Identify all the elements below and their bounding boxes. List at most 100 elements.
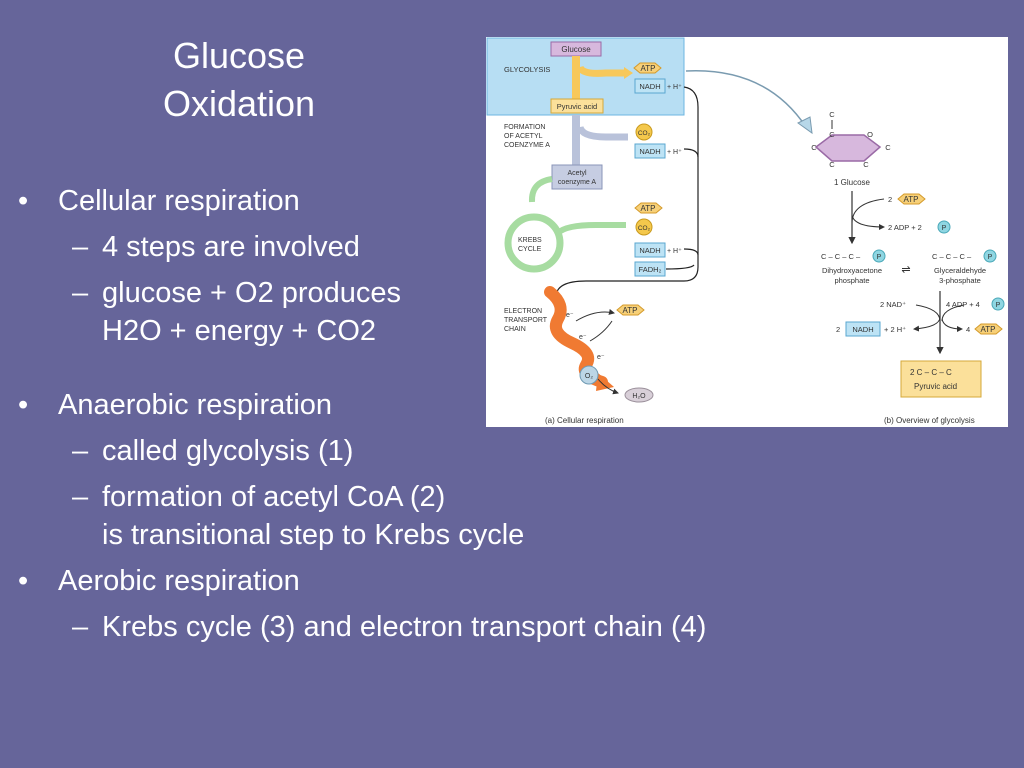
atp-input-curve bbox=[851, 198, 885, 224]
fadh2-label: FADH₂ bbox=[639, 265, 662, 274]
cellular-respiration-figure: Glucose GLYCOLYSIS ATP NADH + H⁺ Pyruvic… bbox=[486, 37, 1008, 427]
sub-bullet: –glucose + O2 produces bbox=[18, 274, 838, 312]
pyruvic-carbon-chain: 2 C – C – C bbox=[910, 368, 952, 377]
sub-bullet-text: H2O + energy + CO2 bbox=[102, 315, 377, 347]
nadh-box bbox=[634, 78, 666, 94]
etc-label-1: ELECTRON bbox=[504, 308, 542, 315]
caption-glycolysis-overview: (b) Overview of glycolysis bbox=[884, 416, 975, 425]
sub-bullet: –formation of acetyl CoA (2) bbox=[18, 478, 838, 516]
co2-circle bbox=[635, 123, 653, 141]
water-formation-arrow bbox=[597, 378, 619, 395]
phosphate-circle bbox=[991, 297, 1005, 311]
four-label: 4 bbox=[966, 325, 970, 334]
etc-label-3: CHAIN bbox=[504, 326, 526, 333]
nadh-label: NADH bbox=[639, 246, 660, 255]
pyruvic-acid-result-box bbox=[900, 360, 982, 398]
nadh-label: NADH bbox=[852, 325, 873, 334]
krebs-label-1: KREBS bbox=[518, 237, 542, 244]
water-label: H₂O bbox=[632, 393, 646, 400]
pyruvic-acid-label: Pyruvic acid bbox=[557, 102, 597, 111]
nadh-label: NADH bbox=[639, 147, 660, 156]
plus-h-label: + H⁺ bbox=[667, 84, 682, 91]
atp-label: ATP bbox=[641, 64, 656, 73]
atp-badge bbox=[974, 323, 1003, 335]
bullet-glyph: • bbox=[18, 565, 29, 597]
pyruvic-acid-result-label: Pyruvic acid bbox=[914, 382, 957, 391]
glucose-label: Glucose bbox=[561, 45, 591, 54]
formation-label-2: OF ACETYL bbox=[504, 133, 543, 140]
nadh-box bbox=[634, 143, 666, 159]
electron-carrier-line bbox=[555, 86, 699, 298]
fadh2-connector bbox=[665, 264, 695, 270]
sub-bullet-text: is transitional step to Krebs cycle bbox=[102, 519, 525, 551]
oxygen-circle bbox=[579, 365, 599, 385]
etc-label-2: TRANSPORT bbox=[504, 317, 548, 324]
carbon-chain: C – C – C – bbox=[932, 252, 972, 261]
atp-label: ATP bbox=[641, 204, 656, 213]
dash-glyph: – bbox=[72, 481, 89, 513]
oxygen-label: O₂ bbox=[585, 373, 593, 380]
bullet-text: Anaerobic respiration bbox=[58, 389, 333, 421]
nadh-box bbox=[845, 321, 881, 337]
acetyl-label-2: coenzyme A bbox=[558, 179, 596, 186]
etc-arrowhead bbox=[596, 373, 614, 391]
atp-label: ATP bbox=[981, 325, 996, 334]
phosphate-label: P bbox=[877, 254, 882, 261]
electron-label: e⁻ bbox=[597, 354, 605, 361]
formation-label-1: FORMATION bbox=[504, 124, 545, 131]
bullet-cellular-respiration: •Cellular respiration bbox=[18, 182, 838, 220]
phosphate-circle bbox=[983, 249, 997, 263]
respiration-diagram: Glucose GLYCOLYSIS ATP NADH + H⁺ Pyruvic… bbox=[486, 37, 1005, 425]
electron-label: e⁻ bbox=[566, 312, 574, 319]
acetyl-coa-box bbox=[551, 164, 603, 190]
slide-title: Glucose Oxidation bbox=[100, 32, 378, 128]
acetyl-label-1: Acetyl bbox=[567, 170, 587, 177]
title-line-2: Oxidation bbox=[162, 83, 316, 124]
sub-bullet: –called glycolysis (1) bbox=[18, 432, 838, 470]
sub-bullet: –Krebs cycle (3) and electron transport … bbox=[18, 608, 838, 646]
nadh-label: NADH bbox=[639, 82, 660, 91]
atp-label: ATP bbox=[904, 195, 919, 204]
bullet-anaerobic-respiration: • Anaerobic respiration bbox=[18, 386, 838, 424]
atp-production-arrow bbox=[575, 308, 615, 322]
atp-label: ATP bbox=[623, 306, 638, 315]
pyruvic-acid-box bbox=[550, 98, 604, 114]
oxygen-atom: O bbox=[867, 130, 873, 139]
co2-label: CO₂ bbox=[638, 130, 651, 137]
co2-flow bbox=[576, 125, 628, 141]
electron-label: e⁻ bbox=[579, 334, 587, 341]
phosphate-label: P bbox=[988, 254, 993, 261]
atp-badge bbox=[634, 202, 663, 214]
dihydroxyacetone-label-2: phosphate bbox=[834, 276, 869, 285]
four-adp-label: 4 ADP + 4 bbox=[946, 300, 980, 309]
krebs-label-2: CYCLE bbox=[518, 246, 542, 253]
overview-arrow bbox=[685, 70, 807, 128]
title-line-1: Glucose bbox=[172, 35, 306, 76]
glyceraldehyde-label-2: 3-phosphate bbox=[939, 276, 981, 285]
sub-bullet: –4 steps are involved bbox=[18, 228, 838, 266]
co2-label: CO₂ bbox=[638, 225, 651, 232]
carbon-atom: C bbox=[829, 130, 835, 139]
carbon-atom: C bbox=[829, 110, 835, 119]
krebs-cycle-ring bbox=[504, 213, 564, 273]
atp-output-curve bbox=[941, 318, 963, 332]
atp-flow-arrowhead bbox=[624, 67, 633, 79]
sub-bullet-text: 4 steps are involved bbox=[102, 231, 360, 263]
caption-cellular-respiration: (a) Cellular respiration bbox=[545, 416, 624, 425]
two-label: 2 bbox=[836, 325, 840, 334]
atp-production-arrow bbox=[589, 320, 613, 342]
nadh-box bbox=[634, 242, 666, 258]
carbon-atom: C bbox=[829, 160, 835, 169]
sub-bullet-continuation: H2O + energy + CO2 bbox=[18, 312, 838, 350]
carbon-chain: C – C – C – bbox=[821, 252, 861, 261]
formation-label-3: COENZYME A bbox=[504, 142, 550, 149]
sub-bullet-text: called glycolysis (1) bbox=[102, 435, 354, 467]
bullet-text: Aerobic respiration bbox=[58, 565, 300, 597]
nadh-connector bbox=[683, 148, 699, 158]
dihydroxyacetone-label-1: Dihydroxyacetone bbox=[822, 266, 882, 275]
glucose-ring bbox=[814, 134, 882, 162]
krebs-entry-flow bbox=[528, 176, 553, 203]
two-h-label: + 2 H⁺ bbox=[884, 325, 906, 334]
bullet-glyph: • bbox=[18, 389, 29, 421]
atp-badge bbox=[633, 62, 662, 74]
